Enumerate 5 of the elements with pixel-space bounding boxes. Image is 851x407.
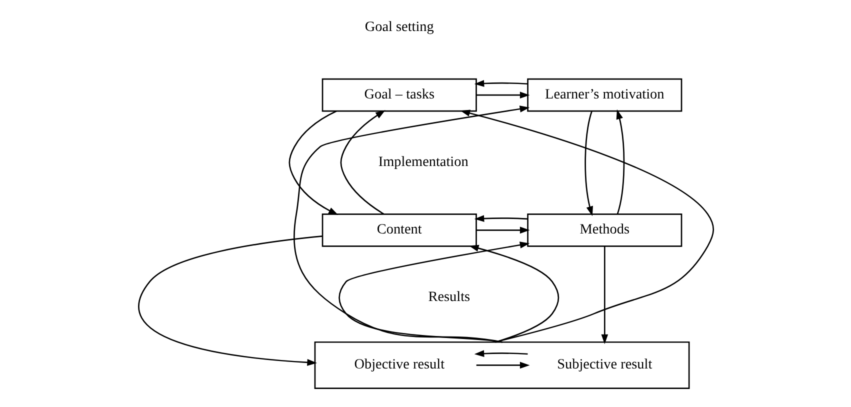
node-text: Objective result xyxy=(354,356,444,373)
label: Results xyxy=(428,289,470,306)
label: Implementation xyxy=(378,154,468,170)
label: Goal setting xyxy=(364,18,434,35)
node-text: Subjective result xyxy=(556,356,652,373)
